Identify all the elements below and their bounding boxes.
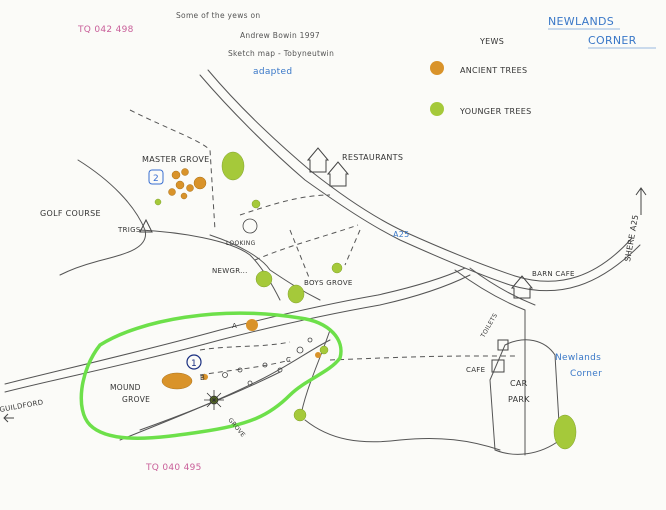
c-label: C <box>286 356 291 364</box>
restaurant-icon <box>326 161 350 187</box>
cafe-label: CAFE <box>466 366 485 374</box>
toilets-label: TOILETS <box>479 312 499 340</box>
header-note-line-4: adapted <box>253 67 292 77</box>
title-line-2: CORNER <box>588 34 637 47</box>
younger-tree <box>319 345 329 355</box>
trigs-label: TRIGS <box>117 226 141 234</box>
guildford-arrow-icon <box>3 413 14 423</box>
guildford-label: GUILDFORD <box>0 398 44 414</box>
footpath-1 <box>129 109 216 231</box>
mound-grove-label-2: GROVE <box>122 395 150 404</box>
legend-ancient-swatch <box>430 61 444 75</box>
a25-road-edge-1 <box>199 74 641 292</box>
barn-cafe-icon <box>510 275 534 299</box>
grove-number-1-marker: 1 <box>186 354 202 370</box>
younger-tree <box>251 199 261 209</box>
restaurants-label: RESTAURANTS <box>342 153 403 162</box>
carpark-road <box>454 269 526 456</box>
footpath-6 <box>344 229 361 266</box>
grid-ref-bottom: TQ 040 495 <box>145 463 202 473</box>
header-note-line-1: Some of the yews on <box>176 11 260 20</box>
newlands-corner-label-2: Corner <box>570 369 602 379</box>
mound-grove-label-1: MOUND <box>110 383 141 392</box>
road-a25-label: A25 <box>393 230 410 239</box>
trigs-icon <box>139 218 153 233</box>
master-grove-label: MASTER GROVE <box>142 155 210 164</box>
a-label: A <box>232 322 237 330</box>
barn-cafe-label: BARN CAFE <box>532 270 575 278</box>
younger-tree <box>154 198 162 206</box>
younger-tree <box>553 414 577 450</box>
header-note-line-2: Andrew Bowin 1997 <box>240 31 320 40</box>
viewpoint-star-icon <box>204 390 224 410</box>
legend-younger-label: YOUNGER TREES <box>459 107 531 116</box>
younger-tree <box>293 408 307 422</box>
car-park-label-1: CAR <box>510 379 528 388</box>
grove-number-2-marker: 2 <box>148 169 164 185</box>
grove-detail-marks <box>222 218 313 386</box>
footpath-2 <box>239 194 331 216</box>
younger-tree <box>331 262 343 274</box>
legend-ancient-label: ANCIENT TREES <box>460 66 527 75</box>
ancient-tree <box>315 352 321 358</box>
footpath-3 <box>254 224 359 261</box>
ancient-tree-mound-grove <box>161 372 193 390</box>
toilets-icon <box>491 359 505 373</box>
ancient-tree <box>202 374 208 380</box>
main-road-edge-1 <box>4 274 471 393</box>
cafe-icon <box>497 339 509 351</box>
a25-road-edge-2 <box>207 69 633 282</box>
svg-text:2: 2 <box>153 174 159 184</box>
ancient-trees-master-grove <box>168 168 207 200</box>
shere-label: SHERE A25 <box>623 214 640 263</box>
footpath-4 <box>329 355 515 361</box>
restaurant-icon <box>306 147 330 173</box>
carpark-road-2 <box>469 267 536 306</box>
ancient-tree <box>246 319 258 331</box>
footpath-7 <box>199 341 291 351</box>
younger-tree <box>255 270 273 288</box>
north-track <box>139 229 281 301</box>
newlands-corner-label-1: Newlands <box>555 353 601 363</box>
south-track <box>304 419 501 451</box>
b-label: B <box>200 374 205 382</box>
shere-arrow-icon <box>635 187 647 215</box>
mound-grove-boundary <box>79 311 343 440</box>
legend-title: YEWS <box>479 37 504 46</box>
car-park-label-2: PARK <box>508 395 530 404</box>
east-track <box>299 329 331 421</box>
newgrove-label: NEWGR... <box>212 267 248 275</box>
svg-text:1: 1 <box>191 359 197 369</box>
golf-course-label: GOLF COURSE <box>40 209 101 218</box>
grid-ref-top: TQ 042 498 <box>77 25 134 35</box>
younger-tree <box>287 284 305 304</box>
footpath-5 <box>289 229 311 281</box>
boys-grove-label: BOYS GROVE <box>304 279 353 287</box>
title-line-1: NEWLANDS <box>548 15 614 28</box>
legend-younger-swatch <box>430 102 444 116</box>
west-track <box>59 159 146 276</box>
looking-label: LOOKING <box>226 240 256 247</box>
younger-tree <box>221 151 245 181</box>
header-note-line-3: Sketch map - Tobyneutwin <box>228 49 334 58</box>
footpath-8 <box>199 359 291 376</box>
